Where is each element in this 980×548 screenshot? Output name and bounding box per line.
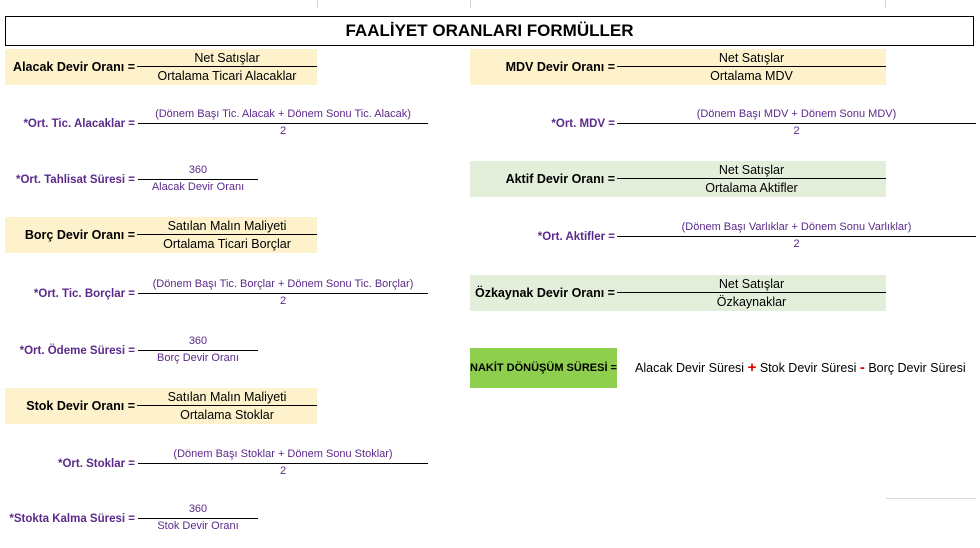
numerator: Satılan Malın Maliyeti — [167, 219, 287, 233]
formula-ort-stoklar: *Ort. Stoklar = (Dönem Başı Stoklar + Dö… — [5, 446, 430, 482]
grid-line — [886, 498, 976, 499]
formula-label: *Ort. Tic. Alacaklar = — [23, 118, 135, 130]
numerator: Net Satışlar — [718, 277, 785, 291]
formula-stok-devir: Stok Devir Oranı = Satılan Malın Maliyet… — [5, 388, 317, 424]
fraction-bar — [138, 518, 258, 519]
formula-tahlisat-suresi: *Ort. Tahlisat Süresi = 360 Alacak Devir… — [5, 162, 265, 198]
formula-ort-tic-borclar: *Ort. Tic. Borçlar = (Dönem Başı Tic. Bo… — [5, 276, 430, 312]
formula-term: Stok Devir Süresi — [759, 361, 857, 375]
denominator: Özkaynaklar — [716, 295, 787, 309]
fraction: Net Satışlar Ortalama MDV — [617, 49, 886, 85]
formula-ort-aktifler: *Ort. Aktifler = (Dönem Başı Varlıklar +… — [470, 219, 976, 255]
numerator: (Dönem Başı MDV + Dönem Sonu MDV) — [696, 108, 897, 120]
fraction: (Dönem Başı Stoklar + Dönem Sonu Stoklar… — [138, 446, 428, 482]
formula-ort-mdv: *Ort. MDV = (Dönem Başı MDV + Dönem Sonu… — [470, 106, 976, 142]
formula-mdv-devir: MDV Devir Oranı = Net Satışlar Ortalama … — [470, 49, 886, 85]
denominator: Borç Devir Oranı — [157, 352, 239, 364]
formula-label: *Ort. Ödeme Süresi = — [19, 345, 135, 357]
fraction-bar — [617, 66, 886, 67]
denominator: Ortalama MDV — [710, 69, 793, 83]
fraction-bar — [138, 123, 428, 124]
denominator: Alacak Devir Oranı — [151, 181, 245, 193]
fraction-bar — [138, 179, 258, 180]
denominator: 2 — [279, 295, 287, 307]
denominator: Stok Devir Oranı — [157, 520, 239, 532]
grid-line — [885, 0, 886, 8]
fraction: (Dönem Başı Varlıklar + Dönem Sonu Varlı… — [617, 219, 976, 255]
formula-label: *Ort. Aktifler = — [537, 231, 615, 243]
formula-ort-tic-alacaklar: *Ort. Tic. Alacaklar = (Dönem Başı Tic. … — [5, 106, 430, 142]
formula-alacak-devir: Alacak Devir Oranı = Net Satışlar Ortala… — [5, 49, 317, 85]
fraction: 360 Alacak Devir Oranı — [138, 162, 258, 198]
denominator: 2 — [793, 238, 800, 250]
denominator: 2 — [279, 125, 287, 137]
fraction: 360 Stok Devir Oranı — [138, 501, 258, 537]
formula-aktif-devir: Aktif Devir Oranı = Net Satışlar Ortalam… — [470, 161, 886, 197]
fraction: Net Satışlar Ortalama Aktifler — [617, 161, 886, 197]
fraction-bar — [617, 292, 886, 293]
denominator: Ortalama Ticari Alacaklar — [157, 69, 297, 83]
formula-term: Alacak Devir Süresi — [635, 361, 745, 375]
fraction-bar — [138, 293, 428, 294]
fraction-bar — [617, 178, 886, 179]
formula-label: Aktif Devir Oranı = — [470, 161, 617, 197]
grid-line — [470, 0, 471, 8]
denominator: Ortalama Aktifler — [705, 181, 798, 195]
formula-label: *Ort. MDV = — [551, 118, 615, 130]
fraction-bar — [617, 236, 976, 237]
denominator: Ortalama Ticari Borçlar — [163, 237, 291, 251]
denominator: 2 — [279, 465, 287, 477]
numerator: 360 — [188, 164, 208, 176]
nakit-donusum-label: NAKİT DÖNÜŞÜM SÜRESİ = — [470, 348, 617, 388]
denominator: Ortalama Stoklar — [180, 408, 274, 422]
formula-label: MDV Devir Oranı = — [470, 49, 617, 85]
formula-label: Stok Devir Oranı = — [5, 388, 137, 424]
fraction-bar — [137, 234, 317, 235]
fraction: Net Satışlar Ortalama Ticari Alacaklar — [137, 49, 317, 85]
formula-term: Borç Devir Süresi — [868, 361, 966, 375]
formula-label: Alacak Devir Oranı = — [5, 49, 137, 85]
fraction: (Dönem Başı Tic. Alacak + Dönem Sonu Tic… — [138, 106, 428, 142]
fraction: Net Satışlar Özkaynaklar — [617, 275, 886, 311]
denominator: 2 — [793, 125, 800, 137]
fraction: Satılan Malın Maliyeti Ortalama Ticari B… — [137, 217, 317, 253]
fraction-bar — [137, 66, 317, 67]
numerator: Satılan Malın Maliyeti — [167, 390, 287, 404]
formula-label: *Ort. Tic. Borçlar = — [33, 288, 135, 300]
fraction-bar — [137, 405, 317, 406]
formula-stokta-kalma-suresi: *Stokta Kalma Süresi = 360 Stok Devir Or… — [5, 501, 265, 537]
formula-label: Borç Devir Oranı = — [5, 217, 137, 253]
numerator: Net Satışlar — [194, 51, 260, 65]
numerator: 360 — [188, 503, 208, 515]
fraction-bar — [138, 463, 428, 464]
plus-operator: + — [747, 359, 757, 376]
numerator: (Dönem Başı Stoklar + Dönem Sonu Stoklar… — [173, 448, 393, 460]
formula-label: *Ort. Tahlisat Süresi = — [16, 174, 135, 186]
grid-line — [317, 0, 318, 8]
fraction: (Dönem Başı MDV + Dönem Sonu MDV) 2 — [617, 106, 976, 142]
numerator: Net Satışlar — [718, 51, 785, 65]
formula-label: Özkaynak Devir Oranı = — [470, 275, 617, 311]
formula-borc-devir: Borç Devir Oranı = Satılan Malın Maliyet… — [5, 217, 317, 253]
numerator: (Dönem Başı Tic. Alacak + Dönem Sonu Tic… — [155, 108, 411, 120]
formula-odeme-suresi: *Ort. Ödeme Süresi = 360 Borç Devir Oran… — [5, 333, 265, 369]
page-title: FAALİYET ORANLARI FORMÜLLER — [5, 16, 974, 46]
fraction: Satılan Malın Maliyeti Ortalama Stoklar — [137, 388, 317, 424]
numerator: (Dönem Başı Varlıklar + Dönem Sonu Varlı… — [681, 221, 912, 233]
fraction-bar — [617, 123, 976, 124]
minus-operator: - — [859, 359, 865, 376]
nakit-donusum-formula: Alacak Devir Süresi + Stok Devir Süresi … — [635, 359, 966, 376]
fraction-bar — [138, 350, 258, 351]
numerator: (Dönem Başı Tic. Borçlar + Dönem Sonu Ti… — [152, 278, 414, 290]
formula-ozkaynak-devir: Özkaynak Devir Oranı = Net Satışlar Özka… — [470, 275, 886, 311]
formula-label: *Ort. Stoklar = — [57, 458, 135, 470]
numerator: Net Satışlar — [718, 163, 785, 177]
numerator: 360 — [188, 335, 208, 347]
fraction: (Dönem Başı Tic. Borçlar + Dönem Sonu Ti… — [138, 276, 428, 312]
fraction: 360 Borç Devir Oranı — [138, 333, 258, 369]
formula-label: *Stokta Kalma Süresi = — [9, 513, 135, 525]
